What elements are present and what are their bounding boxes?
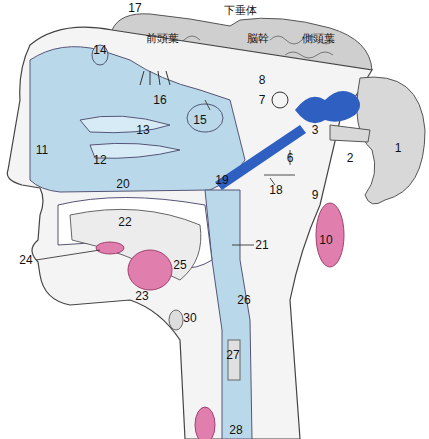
frontal-sinus bbox=[92, 45, 108, 65]
callout-number: 28 bbox=[229, 424, 242, 436]
callout-number: 14 bbox=[93, 44, 106, 56]
pharynx bbox=[205, 190, 252, 439]
callout-number: 2 bbox=[347, 152, 354, 164]
cochlea bbox=[272, 92, 288, 108]
ear-canal bbox=[330, 125, 370, 142]
mastoid-cells bbox=[295, 91, 360, 123]
nasal-cavity bbox=[30, 47, 245, 192]
head-outline bbox=[7, 27, 372, 439]
callout-number: 30 bbox=[183, 312, 196, 324]
thyroid-gland bbox=[195, 407, 215, 439]
callout-number: 23 bbox=[135, 290, 148, 302]
callout-number: 3 bbox=[312, 124, 319, 136]
callout-number: 12 bbox=[93, 154, 106, 166]
part-name: 前頭葉 bbox=[146, 33, 179, 44]
part-name: 脳幹 bbox=[247, 33, 269, 44]
callout-number: 16 bbox=[153, 94, 166, 106]
callout-number: 15 bbox=[193, 114, 206, 126]
callout-number: 7 bbox=[259, 94, 266, 106]
submandibular-gland bbox=[128, 250, 172, 290]
olfactory-nerves bbox=[140, 71, 170, 85]
leader-line bbox=[36, 100, 295, 260]
callout-number: 10 bbox=[319, 234, 332, 246]
callout-number: 8 bbox=[259, 74, 266, 86]
sublingual-gland bbox=[96, 242, 124, 254]
parotid-gland bbox=[316, 203, 344, 267]
callout-number: 26 bbox=[237, 294, 250, 306]
part-name: 側頭葉 bbox=[302, 33, 335, 44]
eustachian-tube bbox=[215, 125, 306, 190]
callout-number: 25 bbox=[173, 259, 186, 271]
callout-number: 17 bbox=[128, 2, 141, 14]
callout-number: 18 bbox=[269, 184, 282, 196]
callout-number: 9 bbox=[312, 189, 319, 201]
callout-number: 22 bbox=[118, 216, 131, 228]
hyoid bbox=[169, 310, 183, 330]
callout-number: 20 bbox=[116, 178, 129, 190]
callout-number: 1 bbox=[395, 142, 402, 154]
callout-number: 27 bbox=[226, 349, 239, 361]
callout-number: 13 bbox=[136, 124, 149, 136]
callout-number: 11 bbox=[36, 144, 48, 156]
callout-number: 24 bbox=[19, 254, 32, 266]
part-name: 下垂体 bbox=[224, 5, 257, 16]
callout-number: 19 bbox=[215, 174, 228, 186]
callout-number: 6 bbox=[287, 152, 294, 164]
callout-number: 21 bbox=[255, 239, 268, 251]
sphenoid-sinus bbox=[187, 104, 223, 132]
nasal-conchae bbox=[80, 116, 180, 158]
